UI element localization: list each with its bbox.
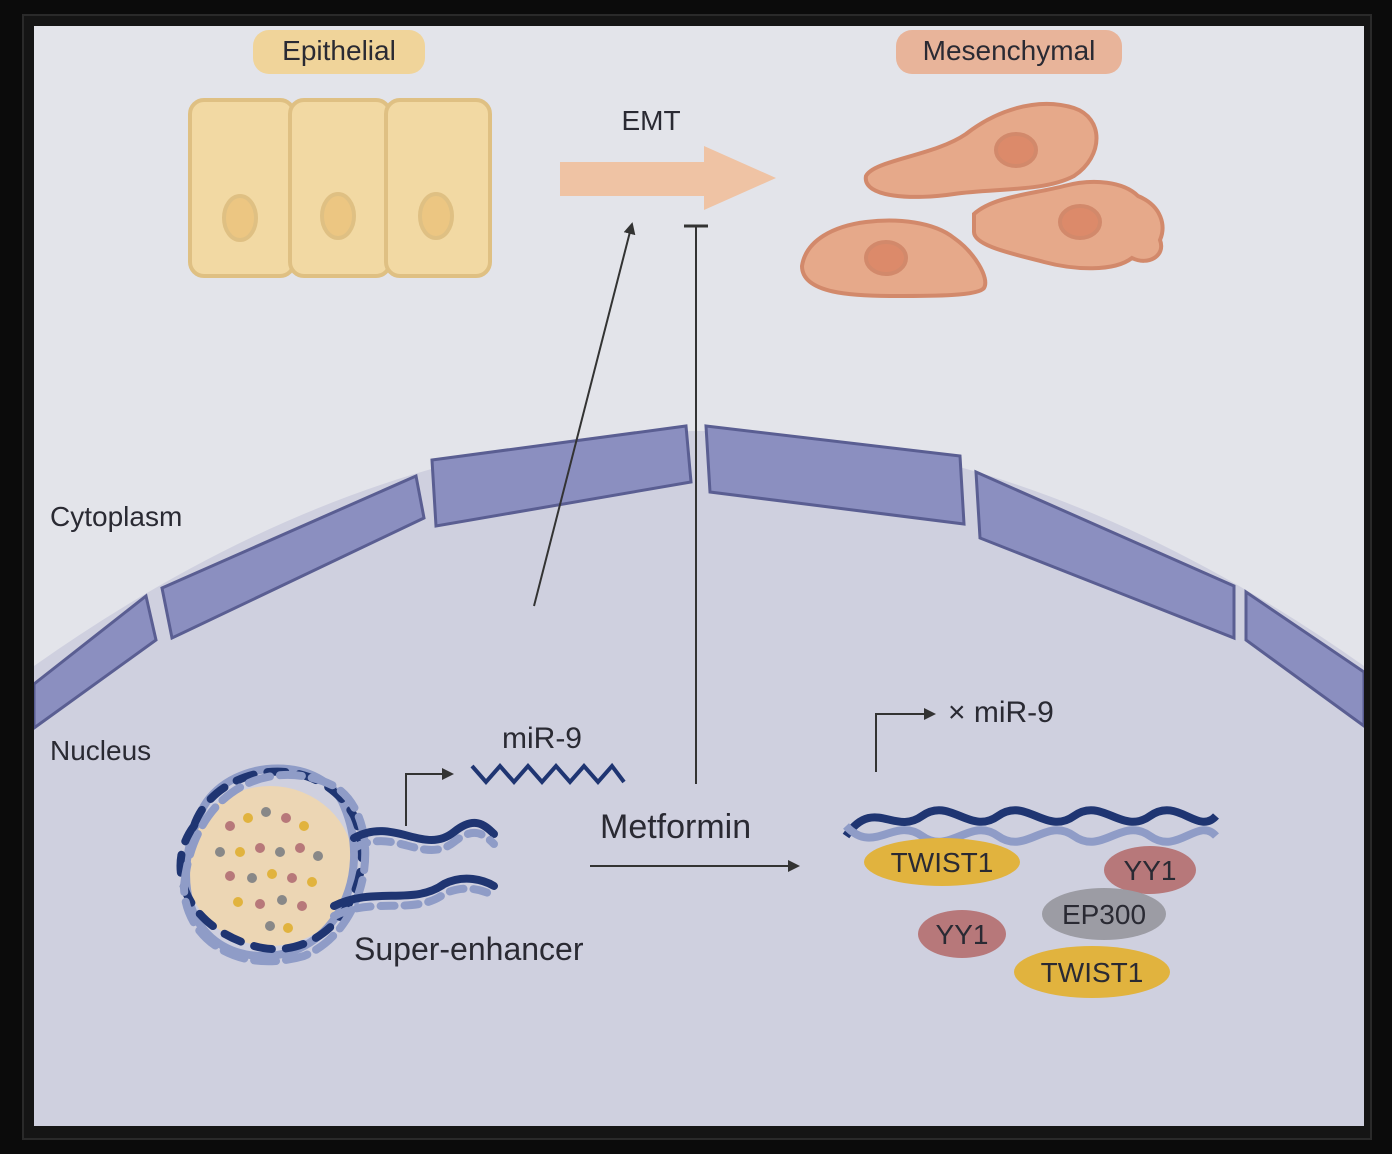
super-enhancer-label: Super-enhancer [354, 931, 584, 967]
epithelial-cells [188, 98, 492, 278]
cell-nucleus [864, 240, 908, 276]
ep300-protein [1042, 888, 1166, 940]
yy1-label-left: YY1 [936, 919, 989, 950]
super-enhancer-chromatin [176, 764, 498, 966]
emt-label: EMT [621, 105, 680, 136]
emt-arrow [560, 146, 776, 210]
diagram-panel: Epithelial EMT Mesenchymal Cytoplasm Nuc… [34, 26, 1364, 1126]
cell-nucleus [320, 192, 356, 240]
twist1-label-top: TWIST1 [891, 847, 994, 878]
twist1-protein [864, 838, 1020, 886]
twist1-protein [1014, 946, 1170, 998]
yy1-protein [918, 910, 1006, 958]
cell-nucleus [994, 132, 1038, 168]
epithelial-label: Epithelial [282, 35, 396, 66]
membrane-segment [704, 424, 966, 526]
twist1-label-bottom: TWIST1 [1041, 957, 1144, 988]
epithelial-cell [288, 98, 392, 278]
membrane-segment [34, 593, 158, 730]
mir9-promotes-emt-arrow [533, 222, 636, 607]
epithelial-cell [384, 98, 492, 278]
chromatin-dots [215, 807, 323, 933]
mesenchymal-cell [863, 101, 1099, 199]
nuclear-membrane [34, 424, 1364, 730]
yy1-protein [1104, 846, 1196, 894]
epithelial-label-bg [253, 30, 425, 74]
mesenchymal-label: Mesenchymal [923, 35, 1096, 66]
ep300-label: EP300 [1062, 899, 1146, 930]
mir9-rna-icon [470, 762, 626, 786]
cell-nucleus [418, 192, 454, 240]
epithelial-cell [188, 98, 296, 278]
nucleus-label: Nucleus [50, 735, 151, 766]
transcription-start-arrow-right [875, 708, 936, 772]
membrane-segment [974, 469, 1236, 641]
nucleus-region [34, 431, 1364, 1126]
membrane-segment [1244, 589, 1364, 728]
membrane-segment [160, 473, 426, 641]
cell-nucleus [222, 194, 258, 242]
transcription-start-arrow-left [405, 768, 454, 826]
mesenchymal-cells [799, 101, 1165, 299]
mir9-blocked-label: × miR-9 [948, 696, 1054, 729]
mesenchymal-label-bg [896, 30, 1122, 74]
mir9-label-left: miR-9 [502, 722, 582, 755]
target-dna [842, 806, 1219, 846]
protein-complex: TWIST1 YY1 EP300 YY1 TWIST1 [864, 838, 1196, 998]
metformin-label: Metformin [600, 808, 751, 846]
yy1-label-right: YY1 [1124, 855, 1177, 886]
membrane-segment [430, 424, 693, 528]
emt-diagram: Epithelial EMT Mesenchymal Cytoplasm Nuc… [34, 30, 1364, 1126]
cell-nucleus [1058, 204, 1102, 240]
cytoplasm-label: Cytoplasm [50, 501, 182, 532]
